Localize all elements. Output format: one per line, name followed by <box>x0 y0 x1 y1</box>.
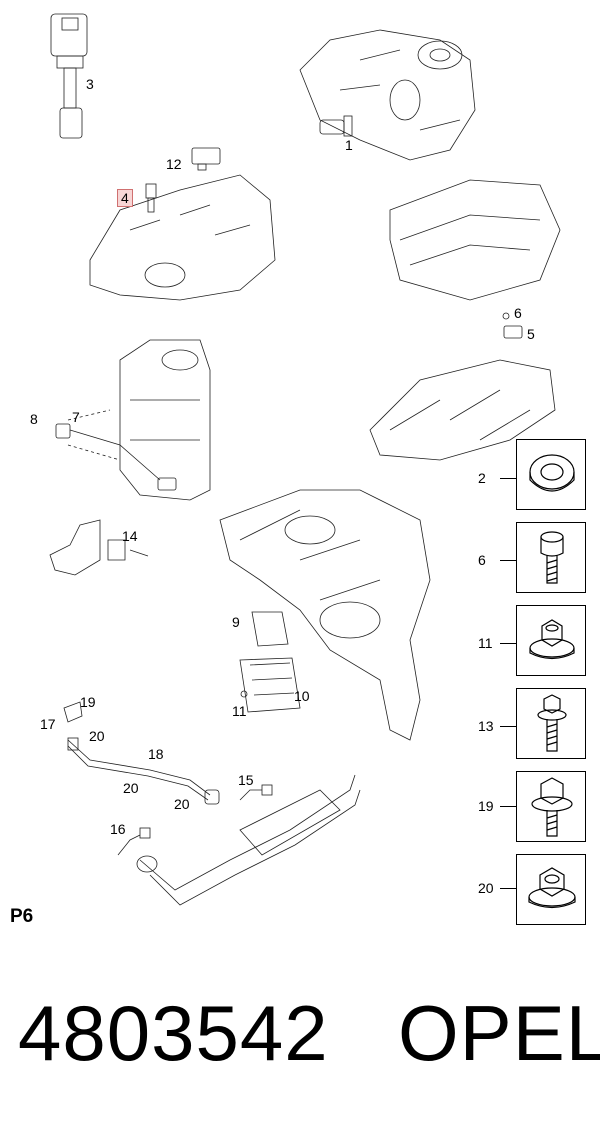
exploded-view-drawing <box>49 13 561 906</box>
engine-bay-illustration <box>219 489 431 741</box>
fastener-2-number: 2 <box>478 470 486 486</box>
flange-nut-icon <box>529 619 575 660</box>
callout-20-right: 20 <box>174 796 190 812</box>
fastener-11-leader <box>500 643 516 644</box>
sensor-4-illustration <box>145 183 157 213</box>
brand-name: OPEL <box>398 989 600 1077</box>
callout-11: 11 <box>232 703 247 719</box>
callout-10: 10 <box>294 688 310 704</box>
callout-20-middle: 20 <box>123 780 139 796</box>
fastener-13-number: 13 <box>478 718 494 734</box>
fuel-lines-illustration <box>67 737 220 805</box>
callout-12: 12 <box>166 156 182 172</box>
washer-icon <box>529 454 575 492</box>
callout-4-highlighted: 4 <box>117 189 133 207</box>
fastener-box-6 <box>516 522 586 593</box>
callout-1: 1 <box>345 137 353 153</box>
hex-flange-bolt-icon <box>531 777 573 837</box>
callout-15: 15 <box>238 772 254 788</box>
callout-5: 5 <box>527 326 535 342</box>
callout-14: 14 <box>122 528 138 544</box>
fastener-box-2 <box>516 439 586 510</box>
fastener-box-11 <box>516 605 586 676</box>
socket-head-screw-icon <box>540 531 564 584</box>
callout-8: 8 <box>30 411 38 427</box>
fastener-20-number: 20 <box>478 880 494 896</box>
callout-20-top: 20 <box>89 728 105 744</box>
fastener-box-20 <box>516 854 586 925</box>
fastener-6-leader <box>500 560 516 561</box>
fastener-box-13 <box>516 688 586 759</box>
callout-17: 17 <box>40 716 56 732</box>
mount-17-illustration <box>63 701 83 723</box>
sensor-15-illustration <box>239 784 273 801</box>
fastener-11-number: 11 <box>478 635 493 651</box>
engine-housing-illustration <box>299 29 476 161</box>
callout-16: 16 <box>110 821 126 837</box>
fastener-6-number: 6 <box>478 552 486 568</box>
sensor-16-illustration <box>117 827 151 856</box>
sensor-7-illustration <box>55 409 177 491</box>
callout-7: 7 <box>72 409 80 425</box>
fastener-box-19 <box>516 771 586 842</box>
hex-flange-nut-icon <box>528 867 576 909</box>
fastener-19-number: 19 <box>478 798 494 814</box>
callout-9: 9 <box>232 614 240 630</box>
sensor-5-illustration <box>502 312 523 339</box>
sensor-3-illustration <box>50 13 88 139</box>
callout-19: 19 <box>80 694 96 710</box>
callout-18: 18 <box>148 746 164 762</box>
exhaust-bracket-illustration <box>49 519 149 576</box>
sensor-1-illustration <box>319 115 353 137</box>
callout-6: 6 <box>514 305 522 321</box>
fastener-20-leader <box>500 888 516 889</box>
fastener-19-leader <box>500 806 516 807</box>
sheet-label: P6 <box>10 906 34 927</box>
callout-3: 3 <box>86 76 94 92</box>
ecu-illustration <box>239 611 301 713</box>
sensor-12-illustration <box>191 147 221 171</box>
engine-block-illustration <box>119 339 211 501</box>
exhaust-pipe-illustration <box>136 774 361 906</box>
oil-sump-illustration <box>389 179 561 301</box>
valve-cover-illustration <box>369 359 556 461</box>
fastener-13-leader <box>500 726 516 727</box>
flange-bolt-icon <box>537 694 567 752</box>
intake-manifold-illustration <box>89 174 276 301</box>
fastener-2-leader <box>500 478 516 479</box>
part-number: 4803542 <box>18 989 329 1077</box>
